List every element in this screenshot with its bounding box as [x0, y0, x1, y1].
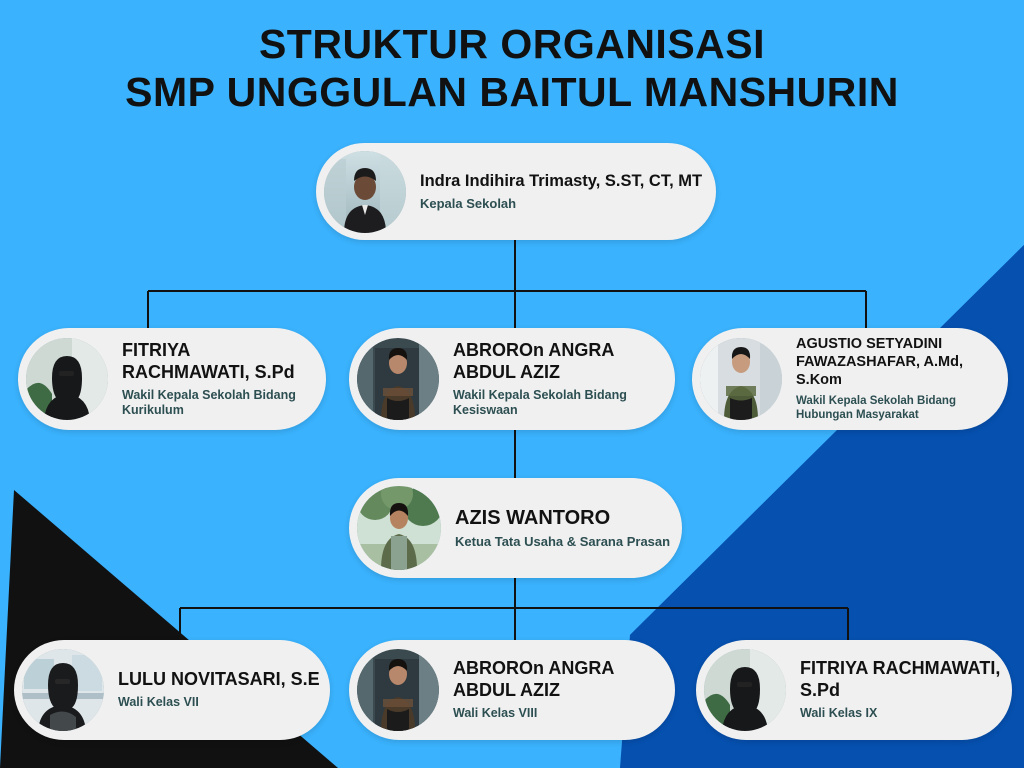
name-wali-kelas-8: ABROROn ANGRA ABDUL AZIZ: [453, 658, 614, 701]
name-wakasek-kurikulum: FITRIYA RACHMAWATI, S.Pd: [122, 339, 295, 382]
node-card-wali-kelas-9[interactable]: FITRIYA RACHMAWATI, S.Pd Wali Kelas IX: [696, 640, 1012, 740]
role-kepala-sekolah: Kepala Sekolah: [420, 196, 517, 212]
role-wakasek-kesiswaan: Wakil Kepala Sekolah Bidang Kesiswaan: [453, 387, 627, 417]
card-text-wakasek-kesiswaan: ABROROn ANGRA ABDUL AZIZ Wakil Kepala Se…: [453, 340, 665, 418]
node-card-tata-usaha[interactable]: AZIS WANTORO Ketua Tata Usaha & Sarana P…: [349, 478, 682, 578]
avatar-kepala-sekolah: [324, 150, 406, 233]
role-wakasek-kurikulum: Wakil Kepala Sekolah Bidang Kurikulum: [122, 387, 296, 417]
role-tata-usaha: Ketua Tata Usaha & Sarana Prasan: [455, 534, 671, 550]
card-text-tata-usaha: AZIS WANTORO Ketua Tata Usaha & Sarana P…: [455, 506, 670, 550]
card-text-kepala-sekolah: Indra Indihira Trimasty, S.ST, CT, MT Ke…: [420, 171, 702, 212]
poster-title: STRUKTUR ORGANISASI SMP UNGGULAN BAITUL …: [0, 20, 1024, 117]
avatar-wakasek-kurikulum: [26, 338, 108, 420]
name-kepala-sekolah: Indra Indihira Trimasty, S.ST, CT, MT: [420, 172, 703, 190]
avatar-wali-kelas-9: [704, 649, 786, 731]
node-card-wakasek-humas[interactable]: AGUSTIO SETYADINI FAWAZASHAFAR, A.Md, S.…: [692, 328, 1008, 430]
avatar-wakasek-humas: [700, 338, 782, 420]
name-wali-kelas-9: FITRIYA RACHMAWATI, S.Pd: [800, 658, 1001, 701]
name-wakasek-kesiswaan: ABROROn ANGRA ABDUL AZIZ: [453, 339, 614, 382]
title-line-2: SMP UNGGULAN BAITUL MANSHURIN: [125, 69, 899, 116]
name-wali-kelas-7: LULU NOVITASARI, S.E: [118, 669, 320, 690]
name-tata-usaha: AZIS WANTORO: [455, 506, 611, 529]
title-line-1: STRUKTUR ORGANISASI: [258, 21, 766, 67]
card-text-wali-kelas-7: LULU NOVITASARI, S.E Wali Kelas VII: [118, 669, 320, 710]
node-card-wali-kelas-8[interactable]: ABROROn ANGRA ABDUL AZIZ Wali Kelas VIII: [349, 640, 675, 740]
role-wakasek-humas: Wakil Kepala Sekolah Bidang Hubungan Mas…: [796, 394, 956, 421]
node-card-wakasek-kesiswaan[interactable]: ABROROn ANGRA ABDUL AZIZ Wakil Kepala Se…: [349, 328, 675, 430]
role-wali-kelas-8: Wali Kelas VIII: [453, 706, 538, 721]
role-wali-kelas-9: Wali Kelas IX: [800, 706, 878, 721]
avatar-wakasek-kesiswaan: [357, 338, 439, 420]
card-text-wali-kelas-9: FITRIYA RACHMAWATI, S.Pd Wali Kelas IX: [800, 658, 1002, 721]
avatar-tata-usaha: [357, 486, 441, 570]
role-wali-kelas-7: Wali Kelas VII: [118, 695, 199, 710]
name-wakasek-humas: AGUSTIO SETYADINI FAWAZASHAFAR, A.Md, S.…: [796, 336, 964, 388]
card-text-wali-kelas-8: ABROROn ANGRA ABDUL AZIZ Wali Kelas VIII: [453, 658, 665, 721]
node-card-kepala-sekolah[interactable]: Indra Indihira Trimasty, S.ST, CT, MT Ke…: [316, 143, 716, 240]
card-text-wakasek-humas: AGUSTIO SETYADINI FAWAZASHAFAR, A.Md, S.…: [796, 336, 998, 421]
avatar-wali-kelas-8: [357, 649, 439, 731]
node-card-wali-kelas-7[interactable]: LULU NOVITASARI, S.E Wali Kelas VII: [14, 640, 330, 740]
card-text-wakasek-kurikulum: FITRIYA RACHMAWATI, S.Pd Wakil Kepala Se…: [122, 340, 316, 418]
avatar-wali-kelas-7: [22, 649, 104, 731]
node-card-wakasek-kurikulum[interactable]: FITRIYA RACHMAWATI, S.Pd Wakil Kepala Se…: [18, 328, 326, 430]
